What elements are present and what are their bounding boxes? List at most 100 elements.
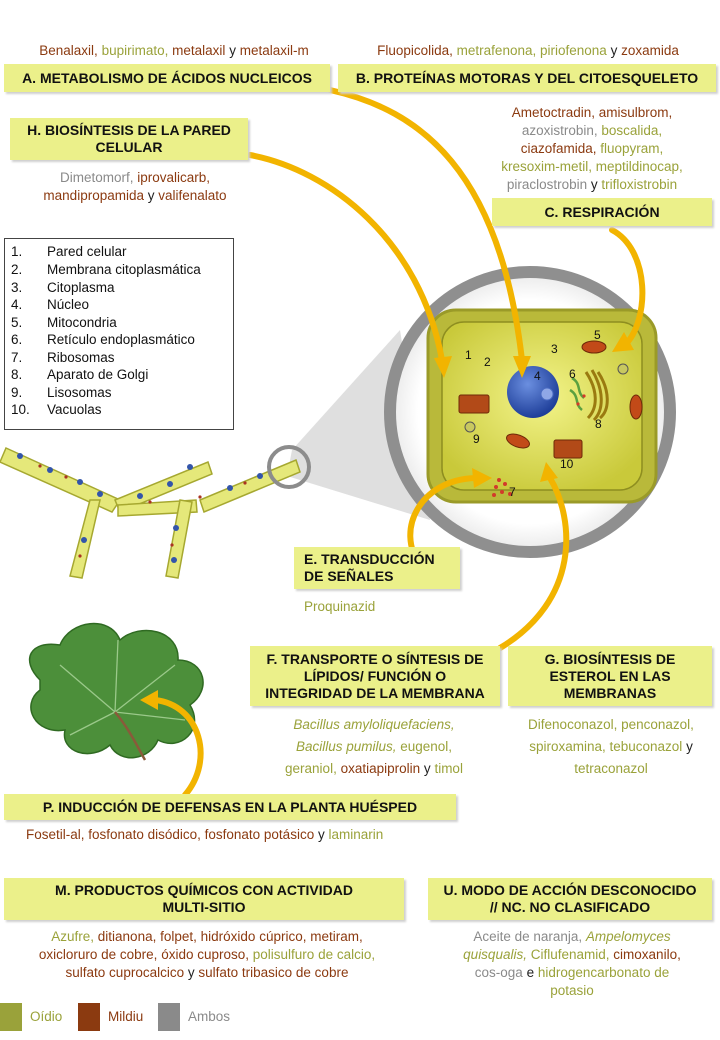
golgi-apparatus: [584, 369, 609, 422]
G-header: G. BIOSÍNTESIS DE ESTEROL EN LAS MEMBRAN…: [508, 646, 712, 706]
F-header: F. TRANSPORTE O SÍNTESIS DE LÍPIDOS/ FUN…: [250, 646, 500, 706]
M-c4: hidróxido cúprico,: [200, 929, 307, 944]
C-c7: kresoxim-metil,: [501, 159, 592, 174]
C-c4: boscalida,: [601, 123, 663, 138]
mitochondrion-1: [581, 340, 607, 354]
hypha-organelles: [17, 453, 263, 563]
nucleus: [507, 366, 559, 418]
F-title-1: F. TRANSPORTE O SÍNTESIS DE: [266, 650, 484, 667]
U-c5: cimoxanilo,: [613, 947, 681, 962]
C-c6: fluopyram,: [600, 141, 664, 156]
endoplasmic-reticulum: [569, 376, 585, 411]
cell-label-10: 10: [560, 457, 574, 471]
U-c6: cos-oga: [474, 965, 523, 980]
arrow-F: [497, 475, 570, 651]
M-c5: metiram,: [310, 929, 363, 944]
cell-label-7: 7: [509, 485, 516, 499]
E-title-2: DE SEÑALES: [304, 568, 394, 584]
legend-item-2: 2.Membrana citoplasmática: [11, 262, 201, 277]
G-title-2: ESTEROL EN LAS: [549, 667, 671, 684]
vacuole-2: [553, 439, 583, 459]
P-header: P. INDUCCIÓN DE DEFENSAS EN LA PLANTA HU…: [4, 794, 456, 820]
key-oidio-swatch: [0, 1003, 22, 1031]
U-c1: Aceite de naranja,: [473, 929, 583, 944]
P-c4: y: [317, 827, 325, 842]
A-c1: Benalaxil,: [39, 43, 98, 58]
U-title-1: U. MODO DE ACCIÓN DESCONOCIDO: [443, 882, 697, 898]
legend-item-3: 3.Citoplasma: [11, 280, 115, 295]
E-c1: Proquinazid: [304, 599, 376, 614]
P-compounds: Fosetil-al, fosfonato disódico, fosfonat…: [26, 826, 486, 844]
H-c5: valifenalato: [158, 188, 227, 203]
G-title-1: G. BIOSÍNTESIS DE: [544, 650, 676, 667]
H-c4: y: [147, 188, 155, 203]
M-title-2: MULTI-SITIO: [162, 899, 246, 915]
F-c6: y: [423, 761, 431, 776]
U-c2: Ampelomyces: [585, 929, 671, 944]
A-c5: metalaxil-m: [239, 43, 309, 58]
legend-item-7: 7.Ribosomas: [11, 350, 115, 365]
U-c3: quisqualis,: [463, 947, 527, 962]
legend-item-10: 10.Vacuolas: [11, 402, 102, 417]
cell-label-3: 3: [551, 342, 558, 356]
F-c5: oxatiapiprolin: [340, 761, 421, 776]
legend-item-5: 5.Mitocondria: [11, 315, 117, 330]
A-compounds: Benalaxil, bupirimato, metalaxil y metal…: [4, 42, 344, 60]
B-c3: piriofenona: [540, 43, 607, 58]
M-c9: sulfato cuprocalcico: [65, 965, 185, 980]
key-mildiu-label: Mildiu: [108, 1009, 144, 1024]
key-ambos-swatch: [158, 1003, 180, 1031]
legend-item-6: 6.Retículo endoplasmático: [11, 332, 195, 347]
C-c11: trifloxistrobin: [601, 177, 678, 192]
G-c3: spiroxamina,: [529, 739, 606, 754]
F-title-2: LÍPIDOS/ FUNCIÓN O: [303, 667, 447, 684]
cell-label-1: 1: [465, 348, 472, 362]
P-c5: laminarin: [328, 827, 384, 842]
A-c4: y: [229, 43, 236, 58]
B-c5: zoxamida: [621, 43, 679, 58]
E-header: E. TRANSDUCCIÓN DE SEÑALES: [294, 547, 460, 589]
cell-label-8: 8: [595, 417, 602, 431]
M-c2: ditianona,: [97, 929, 157, 944]
arrow-C: [609, 227, 646, 348]
E-compounds: Proquinazid: [304, 598, 464, 616]
organelle-legend: 1.Pared celular 2.Membrana citoplasmátic…: [4, 238, 234, 430]
P-c2: fosfonato disódico,: [88, 827, 201, 842]
H-c1: Dimetomorf,: [59, 170, 134, 185]
A-c2: bupirimato,: [101, 43, 169, 58]
G-c2: penconazol,: [621, 717, 694, 732]
key-mildiu-swatch: [78, 1003, 100, 1031]
G-c6: tetraconazol: [574, 761, 648, 776]
cell-label-4: 4: [534, 369, 541, 383]
arrow-H: [247, 152, 445, 363]
M-c11: sulfato tribasico de cobre: [198, 965, 349, 980]
A-header: A. METABOLISMO DE ÁCIDOS NUCLEICOS: [4, 64, 330, 92]
M-header: M. PRODUCTOS QUÍMICOS CON ACTIVIDAD MULT…: [4, 878, 404, 920]
G-compounds: Difenoconazol, penconazol, spiroxamina, …: [506, 714, 716, 780]
M-c8: polisulfuro de calcio,: [252, 947, 376, 962]
legend-item-9: 9.Lisosomas: [11, 385, 112, 400]
H-c3: mandipropamida: [43, 188, 144, 203]
H-header: H. BIOSÍNTESIS DE LA PARED CELULAR: [10, 118, 248, 160]
P-c1: Fosetil-al,: [26, 827, 85, 842]
U-compounds: Aceite de naranja, Ampelomyces quisquali…: [426, 928, 718, 1000]
C-c3: azoxistrobin,: [521, 123, 598, 138]
C-c9: piraclostrobin: [506, 177, 588, 192]
arrowheads: [140, 332, 634, 710]
M-c6: oxicloruro de cobre,: [38, 947, 158, 962]
vacuole-1: [458, 394, 490, 414]
F-c2: Bacillus pumilus,: [295, 739, 397, 754]
mitochondrion-2: [506, 433, 530, 449]
U-c7: e: [526, 965, 535, 980]
M-title-1: M. PRODUCTOS QUÍMICOS CON ACTIVIDAD: [55, 882, 353, 898]
F-c1: Bacillus amyloliquefaciens,: [293, 717, 455, 732]
B-c1: Fluopicolida,: [377, 43, 453, 58]
lysosome-2: [464, 421, 476, 433]
cell-label-5: 5: [594, 328, 601, 342]
nucleolus: [540, 387, 554, 401]
key-oidio-label: Oídio: [30, 1009, 63, 1024]
C-c10: y: [590, 177, 598, 192]
H-compounds: Dimetomorf, iprovalicarb, mandipropamida…: [10, 169, 260, 205]
U-title-2: // NC. NO CLASIFICADO: [489, 899, 651, 915]
